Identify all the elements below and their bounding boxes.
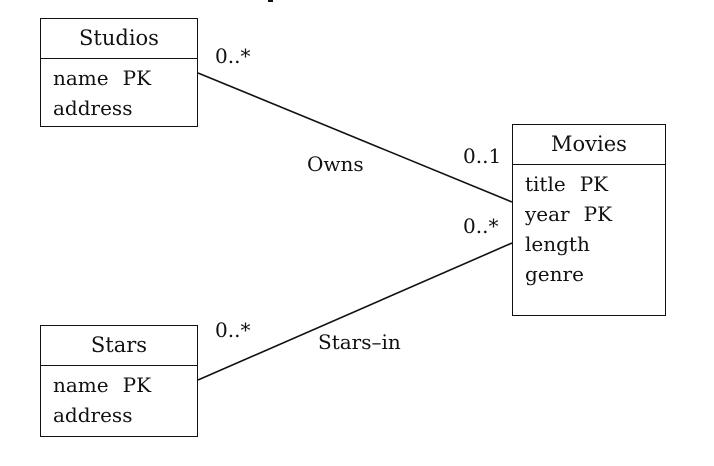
attribute-name: year bbox=[525, 202, 570, 226]
owns-association-label: Owns bbox=[307, 152, 364, 176]
attribute-name: title bbox=[525, 172, 566, 196]
stars-in-movies-multiplicity: 0..* bbox=[463, 214, 499, 238]
owns-studios-multiplicity: 0..* bbox=[215, 44, 251, 68]
key-marker: PK bbox=[122, 373, 152, 397]
stars-attributes: name PK address bbox=[41, 366, 197, 430]
stars-in-association-line bbox=[197, 242, 513, 381]
attribute-name: address bbox=[53, 96, 133, 120]
attribute-name: length bbox=[525, 232, 590, 256]
stray-mark bbox=[268, 0, 273, 2]
stars-class-name: Stars bbox=[41, 326, 197, 366]
attribute-row: address bbox=[53, 93, 197, 123]
stars-in-stars-multiplicity: 0..* bbox=[215, 318, 251, 342]
movies-class-name: Movies bbox=[513, 125, 665, 165]
attribute-name: name bbox=[53, 66, 109, 90]
owns-association-line bbox=[197, 72, 513, 203]
attribute-row: name PK bbox=[53, 63, 197, 93]
attribute-row: address bbox=[53, 400, 197, 430]
studios-attributes: name PK address bbox=[41, 59, 197, 123]
key-marker: PK bbox=[583, 202, 613, 226]
studios-class: Studios name PK address bbox=[40, 18, 198, 127]
attribute-row: year PK bbox=[525, 199, 665, 229]
stars-class: Stars name PK address bbox=[40, 325, 198, 437]
owns-movies-multiplicity: 0..1 bbox=[463, 144, 502, 168]
key-marker: PK bbox=[579, 172, 609, 196]
attribute-row: length bbox=[525, 229, 665, 259]
attribute-name: name bbox=[53, 373, 109, 397]
attribute-name: genre bbox=[525, 262, 584, 286]
attribute-name: address bbox=[53, 403, 133, 427]
attribute-row: title PK bbox=[525, 169, 665, 199]
studios-class-name: Studios bbox=[41, 19, 197, 59]
stars-in-association-label: Stars–in bbox=[318, 330, 401, 354]
attribute-row: name PK bbox=[53, 370, 197, 400]
key-marker: PK bbox=[122, 66, 152, 90]
attribute-row: genre bbox=[525, 259, 665, 289]
